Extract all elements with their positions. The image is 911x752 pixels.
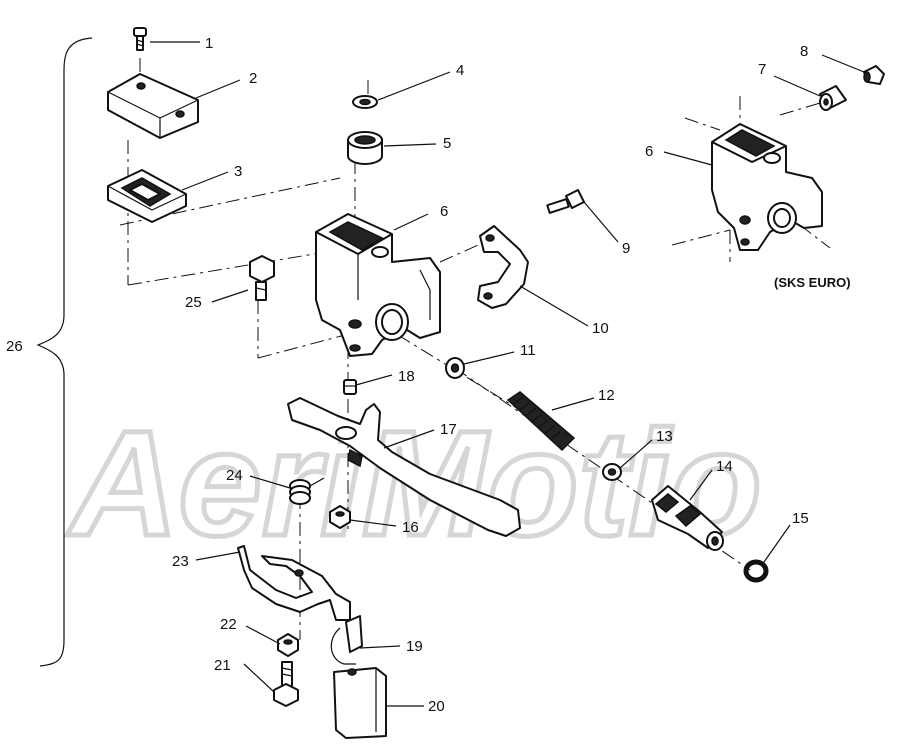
callout-20: 20 [428,698,445,715]
part-piston-14 [651,485,724,551]
part-clamp-10 [477,225,529,309]
callout-6-euro: 6 [645,143,653,160]
part-o-ring-15 [743,559,769,583]
callout-12: 12 [598,387,615,404]
callout-9: 9 [622,240,630,257]
part-nut-22 [277,633,299,657]
callout-18: 18 [398,368,415,385]
part-spring-12 [506,391,576,452]
part-spring-24 [289,477,325,505]
part-switch-plate-20 [333,667,387,739]
callout-15: 15 [792,510,809,527]
callout-10: 10 [592,320,609,337]
callout-4: 4 [456,62,464,79]
callout-24: 24 [226,467,243,484]
callout-17: 17 [440,421,457,438]
callout-7: 7 [758,61,766,78]
part-master-cylinder-6 [315,213,441,357]
variant-label-sks-euro: (SKS EURO) [774,275,851,290]
callout-labels: 1 2 3 4 5 6 6 7 8 9 10 11 12 13 14 15 16… [6,35,809,715]
part-bolt-25 [249,255,275,301]
part-washer-11 [445,357,465,379]
part-reservoir-cover-2 [107,73,199,139]
callout-16: 16 [402,519,419,536]
callout-11: 11 [520,342,536,359]
part-nut-16 [329,505,351,529]
assembly-brace [36,37,93,667]
part-bushing-18 [343,379,357,395]
callout-26: 26 [6,338,23,355]
part-cap-8 [863,65,885,85]
part-diaphragm-3 [107,169,187,223]
part-sight-glass-5 [347,131,383,165]
callout-23: 23 [172,553,189,570]
part-washer-4 [352,95,378,109]
part-fitting-7 [819,85,847,111]
part-lever-17 [287,397,521,537]
callout-22: 22 [220,616,237,633]
part-washer-13 [602,463,622,481]
callout-19: 19 [406,638,423,655]
part-switch-19 [330,615,363,665]
callout-8: 8 [800,43,808,60]
part-screw-1 [133,27,147,51]
part-bracket-23 [237,545,351,621]
callout-1: 1 [205,35,213,52]
leader-lines [150,41,865,707]
part-master-cylinder-euro-6 [711,123,823,251]
callout-13: 13 [656,428,673,445]
callout-25: 25 [185,294,202,311]
callout-3: 3 [234,163,242,180]
callout-14: 14 [716,458,733,475]
callout-6: 6 [440,203,448,220]
callout-5: 5 [443,135,451,152]
callout-2: 2 [249,70,257,87]
part-screw-21 [273,661,299,707]
part-screw-9 [546,189,585,214]
callout-21: 21 [214,657,231,674]
